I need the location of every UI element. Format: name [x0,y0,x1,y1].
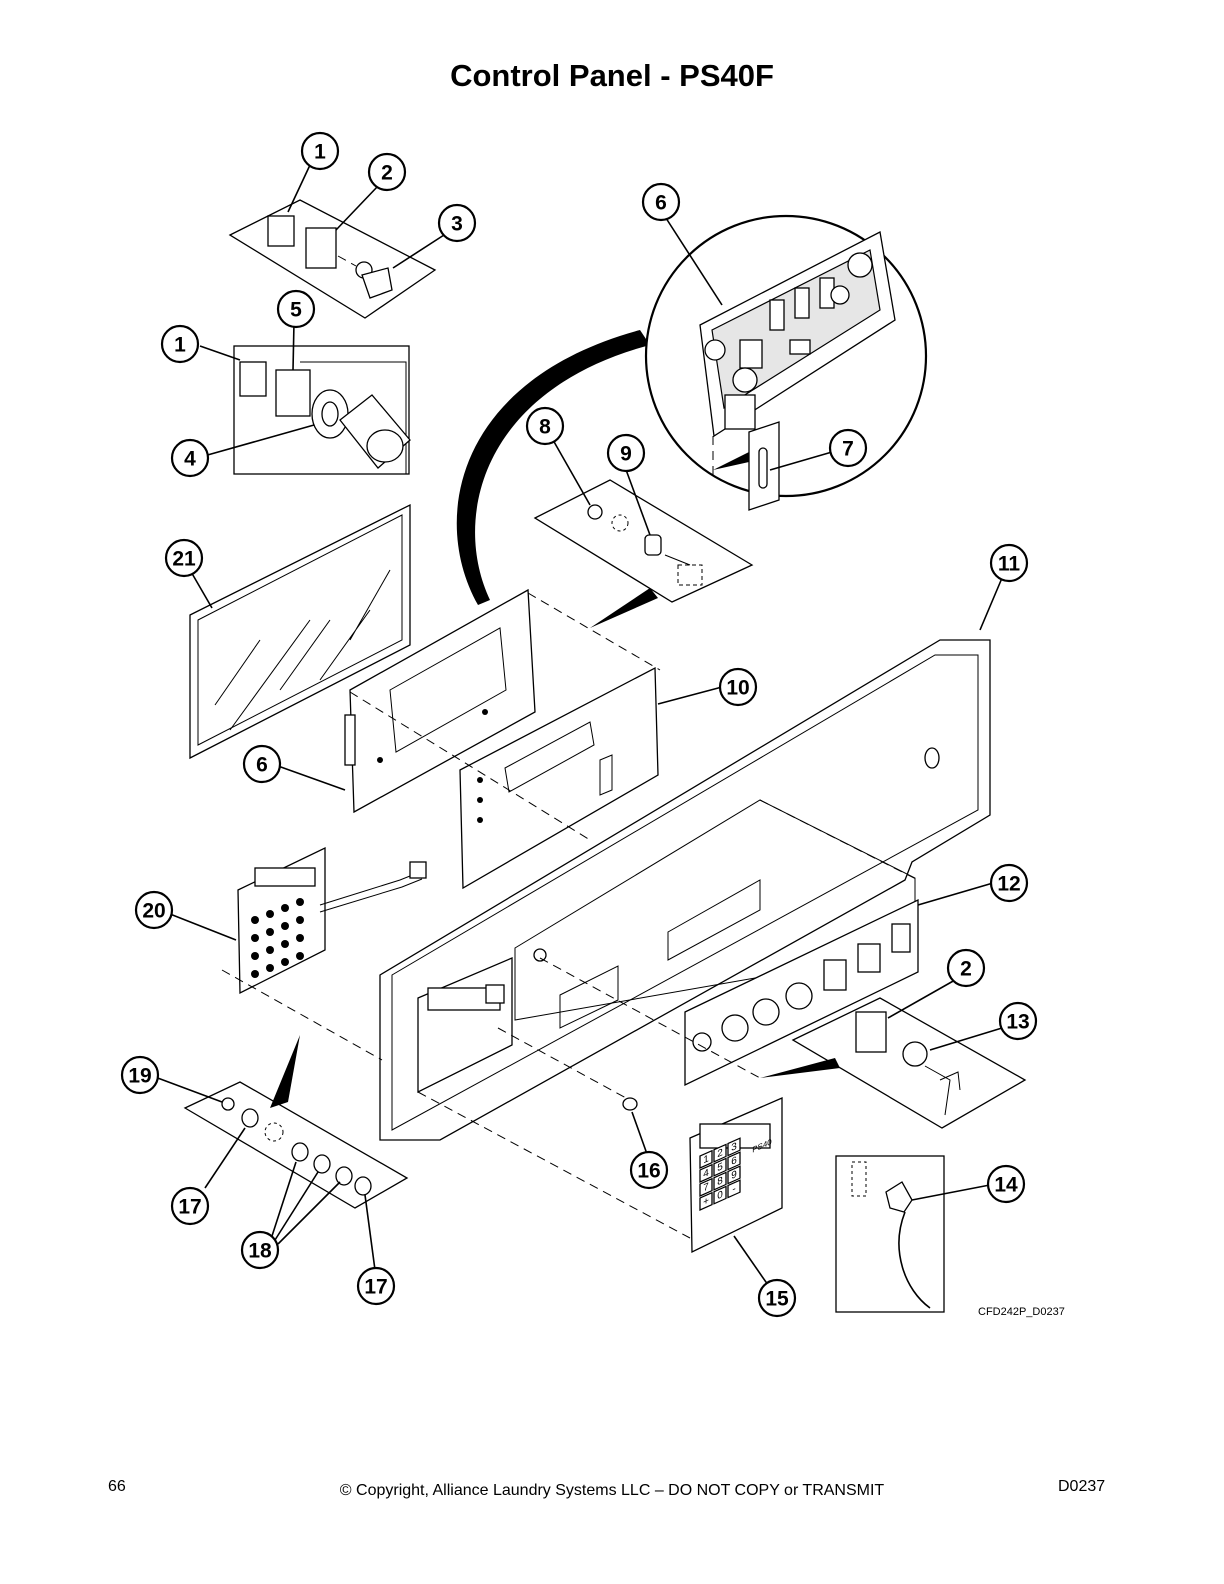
callout-label: 1 [314,141,326,164]
overlay-label-strip [684,898,919,1087]
callout-label: 17 [178,1196,201,1219]
key-switch-tray [760,997,1027,1129]
plug [622,1097,638,1111]
key-label: 5 [717,1161,723,1174]
callout-label: 20 [142,900,165,923]
leader-lines [154,164,1003,1286]
control-panel-housing [379,639,991,1141]
callout-label: 2 [960,958,972,981]
mounting-bracket [459,666,659,890]
callout-label: 13 [1006,1011,1029,1034]
callout-label: 14 [994,1174,1018,1197]
callout-label: 17 [364,1276,387,1299]
control-board-detail [644,214,928,511]
callout-16: 16 [629,1150,669,1190]
callout-label: 9 [620,443,632,466]
callout-6: 6 [242,744,282,784]
document-code: D0237 [1058,1478,1106,1495]
callout-18: 18 [240,1230,280,1270]
callout-label: 1 [174,334,186,357]
callout-15: 15 [757,1278,797,1318]
callout-8: 8 [525,406,565,446]
callout-2: 2 [367,152,407,192]
callout-9: 9 [606,433,646,473]
callout-label: 16 [637,1160,660,1183]
callout-11: 11 [989,543,1029,583]
callout-3: 3 [437,203,477,243]
callout-5: 5 [276,289,316,329]
callout-20: 20 [134,890,174,930]
switch-assembly-tray [228,199,437,319]
callout-19: 19 [120,1055,160,1095]
keypad-board [237,846,427,995]
callout-1: 1 [160,324,200,364]
key-label: 1 [703,1153,709,1166]
callout-7: 7 [828,428,868,468]
washer-tray [183,1035,409,1209]
key-label: 4 [703,1167,709,1180]
callout-12: 12 [989,863,1029,903]
key-label: + [703,1195,709,1208]
callout-label: 15 [765,1288,789,1311]
callout-10: 10 [718,667,758,707]
callout-label: 6 [256,754,268,777]
callout-label: 7 [842,438,854,461]
callout-label: 10 [726,677,749,700]
window-panel [189,503,411,760]
key-label: - [732,1183,736,1195]
page-title: Control Panel - PS40F [450,58,774,93]
key-label: 3 [731,1141,737,1154]
callout-21: 21 [164,538,204,578]
emergency-stop-box [233,345,411,475]
key-label: 7 [703,1181,709,1194]
control-board [344,588,536,814]
copyright-notice: © Copyright, Alliance Laundry Systems LL… [339,1482,885,1499]
page-number: 66 [108,1478,126,1495]
callout-label: 4 [184,448,196,471]
callout-label: 18 [248,1240,272,1263]
callout-label: 21 [172,548,196,571]
callout-label: 12 [997,873,1020,896]
key-label: 0 [717,1189,723,1202]
callout-2: 2 [946,948,986,988]
assembly-lines [221,592,919,1239]
key-label: 8 [717,1175,723,1188]
sensor-box [835,1155,945,1313]
callout-label: 3 [451,213,463,236]
callout-label: 5 [290,299,302,322]
callout-label: 11 [998,553,1021,576]
key-label: 6 [731,1155,737,1168]
callout-1: 1 [300,131,340,171]
callout-17: 17 [356,1266,396,1306]
callout-4: 4 [170,438,210,478]
key-label: 2 [717,1147,723,1160]
callout-label: 2 [381,162,393,185]
callout-13: 13 [998,1001,1038,1041]
drawing-number: CFD242P_D0237 [978,1306,1065,1318]
detail-leader-arc [456,330,650,605]
fastener-tray [533,479,754,628]
callout-6: 6 [641,182,681,222]
callout-17: 17 [170,1186,210,1226]
callout-label: 8 [539,416,551,439]
callout-label: 6 [655,192,667,215]
callout-label: 19 [128,1065,151,1088]
key-label: 9 [731,1169,737,1182]
callout-14: 14 [986,1164,1026,1204]
